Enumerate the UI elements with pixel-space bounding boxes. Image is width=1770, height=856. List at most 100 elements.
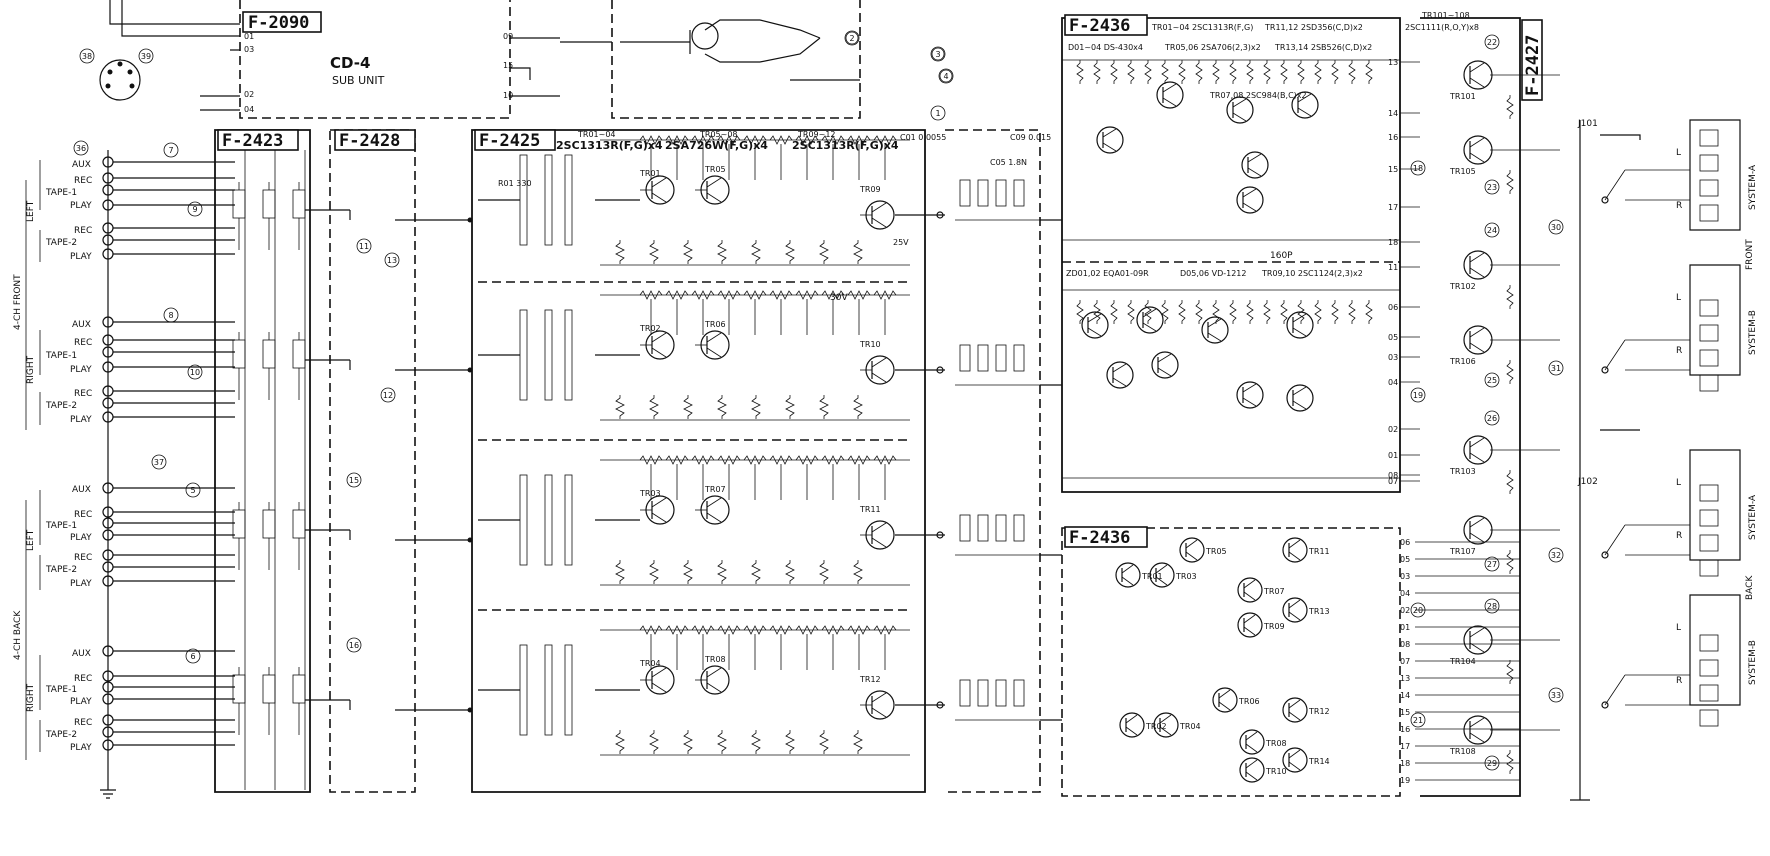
- resistor: [1263, 60, 1271, 84]
- resistor: [853, 730, 863, 754]
- resistor: [649, 560, 659, 584]
- resistor: [615, 395, 625, 419]
- junction: [467, 367, 473, 373]
- board-f2423-title: F-2423: [222, 131, 283, 151]
- wire: [651, 347, 667, 358]
- side-label: RIGHT: [26, 355, 36, 384]
- transistor: [1286, 311, 1314, 339]
- transistor-label: TR11: [859, 505, 881, 514]
- resistor: [873, 135, 897, 145]
- wire: [1469, 77, 1485, 88]
- resistor: [683, 730, 693, 754]
- wire: [1288, 551, 1301, 561]
- resistor: [795, 625, 819, 635]
- lr-label: R: [1676, 531, 1682, 541]
- terminal-circle: [1484, 179, 1500, 195]
- resistor: [785, 240, 795, 264]
- transistor-label: TR14: [1308, 757, 1330, 766]
- terminal-circle: [79, 48, 95, 64]
- terminal-circle: [1410, 712, 1426, 728]
- potentiometer: [544, 474, 553, 566]
- jack-connector: [102, 561, 114, 573]
- transistor-label: TR105: [1449, 167, 1476, 176]
- speaker-terminal: [1699, 374, 1719, 392]
- resistor: [615, 240, 625, 264]
- terminal-number: 31: [1551, 364, 1561, 373]
- f2436-header: ZD01,02 EQA01-09R: [1066, 269, 1149, 278]
- relay-contact: [977, 344, 989, 372]
- resistor: [785, 395, 795, 419]
- terminal-number: 11: [359, 242, 369, 251]
- terminal-number: 13: [387, 256, 397, 265]
- wire: [1469, 437, 1485, 448]
- terminal-number: 6: [190, 652, 195, 661]
- resistor: [1144, 60, 1152, 84]
- f2425-tr-label: TR01~04: [577, 130, 616, 139]
- resistor: [683, 395, 693, 419]
- resistor: [639, 290, 663, 300]
- pin-label: 07: [1400, 657, 1410, 666]
- wire: [1121, 576, 1134, 586]
- f2436-header: D05,06 VD-1212: [1180, 269, 1246, 278]
- transistor: [1201, 316, 1229, 344]
- transistor: [1115, 562, 1141, 588]
- input-label: PLAY: [70, 579, 92, 589]
- terminal-circle: [1484, 222, 1500, 238]
- annotation: C09 0.015: [1010, 133, 1051, 142]
- f2436-header: TR05,06 2SA706(2,3)x2: [1164, 43, 1261, 52]
- resistor: [1297, 60, 1305, 84]
- wire: [1247, 153, 1262, 163]
- resistor: [795, 135, 819, 145]
- wire: [706, 347, 722, 358]
- switch-contact: [262, 189, 276, 219]
- terminal-circle: [187, 201, 203, 217]
- wire: [706, 497, 722, 508]
- terminal-circle: [930, 105, 946, 121]
- pin-label: 18: [1388, 238, 1398, 247]
- terminal-number: 2: [849, 34, 854, 43]
- transistor-label: TR09: [859, 185, 881, 194]
- speaker-terminal: [1699, 129, 1719, 147]
- jack-connector: [102, 670, 114, 682]
- relay-contact: [1013, 679, 1025, 707]
- side-label: LEFT: [26, 200, 36, 222]
- side-label: LEFT: [26, 529, 36, 551]
- input-label: AUX: [72, 485, 91, 495]
- pin: [936, 701, 944, 709]
- wire: [1604, 339, 1626, 371]
- resistor: [649, 240, 659, 264]
- transistor: [1237, 612, 1263, 638]
- transistor-label: TR12: [1308, 707, 1330, 716]
- terminal-circle: [938, 68, 954, 84]
- resistor: [751, 560, 761, 584]
- wire: [1112, 363, 1127, 373]
- lr-label: L: [1676, 623, 1681, 633]
- resistor: [1314, 60, 1322, 84]
- jack-connector: [102, 575, 114, 587]
- f2436-header: TR11,12 2SD356(C,D)x2: [1264, 23, 1363, 32]
- pin-label: 16: [1400, 725, 1410, 734]
- system-label: SYSTEM-B: [1748, 310, 1758, 355]
- terminal-circle: [1410, 387, 1426, 403]
- pin-label: 04: [1388, 378, 1398, 387]
- terminal-circle: [1484, 755, 1500, 771]
- resistor: [743, 290, 767, 300]
- pin-label: 01: [1400, 623, 1410, 632]
- wire: [1604, 674, 1626, 706]
- transistor-label: TR102: [1449, 282, 1476, 291]
- terminal-circle: [1484, 598, 1500, 614]
- resistor: [769, 455, 793, 465]
- resistor: [743, 135, 767, 145]
- terminal-number: 7: [168, 146, 173, 155]
- jack-connector: [102, 172, 114, 184]
- board-f2090-title: F-2090: [248, 13, 309, 33]
- switch-contact: [292, 339, 306, 369]
- transistor-label: TR13: [1308, 607, 1330, 616]
- transistor-label: TR106: [1449, 357, 1476, 366]
- input-label: PLAY: [70, 697, 92, 707]
- transistor-label: TR02: [639, 324, 661, 333]
- resistor: [615, 730, 625, 754]
- resistor: [751, 240, 761, 264]
